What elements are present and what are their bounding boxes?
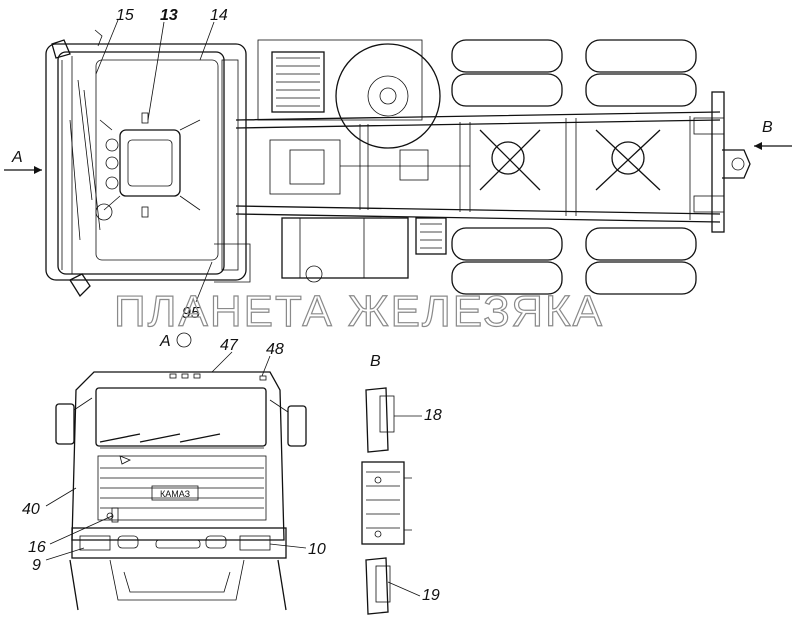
leader-10	[269, 543, 307, 549]
grille-brand-text: КАМАЗ	[160, 489, 190, 499]
leader-48	[261, 355, 271, 377]
callout-10: 10	[308, 541, 326, 558]
leader-47	[211, 351, 233, 373]
front-view-title: A	[159, 333, 171, 350]
callout-15: 15	[116, 7, 134, 24]
callout-16: 16	[28, 539, 46, 556]
view-label-a: A	[11, 149, 23, 166]
watermark-text: ПЛАНЕТА ЖЕЛЕЗЯКА	[114, 287, 604, 336]
leader-15	[95, 19, 119, 75]
rear-mudguards-and-hitch	[361, 387, 412, 615]
view-label-b: B	[762, 119, 773, 136]
leader-13	[147, 21, 165, 121]
fuel-tank-and-batteries	[281, 217, 447, 283]
view-arrow-a-head	[34, 166, 42, 174]
leader-40	[45, 487, 77, 507]
callout-40: 40	[22, 501, 40, 518]
cab-top	[45, 29, 251, 298]
leader-9	[45, 547, 85, 561]
spare-wheel	[257, 39, 441, 149]
leader-95	[195, 261, 213, 303]
leader-19	[387, 581, 421, 597]
callout-48: 48	[266, 341, 284, 358]
rear-wheels	[451, 39, 697, 295]
rear-view-b: B 18 19	[361, 353, 442, 615]
cab-front: КАМАЗ	[55, 371, 307, 611]
callout-95: 95	[182, 305, 200, 322]
callout-9: 9	[32, 557, 41, 574]
callout-13: 13	[160, 7, 178, 24]
callout-14: 14	[210, 7, 228, 24]
leader-16	[49, 515, 113, 545]
leader-14	[199, 21, 215, 61]
truck-top-view: A B 15 13 14 95	[4, 7, 792, 322]
front-view-a: A КАМАЗ	[22, 332, 326, 611]
callout-19: 19	[422, 587, 440, 604]
chassis-frame	[235, 91, 751, 233]
radiator-block	[271, 51, 325, 113]
view-arrow-b-head	[754, 142, 762, 150]
rear-view-title: B	[370, 353, 381, 370]
callout-47: 47	[220, 337, 239, 354]
front-view-marker	[176, 332, 192, 348]
callout-18: 18	[424, 407, 442, 424]
